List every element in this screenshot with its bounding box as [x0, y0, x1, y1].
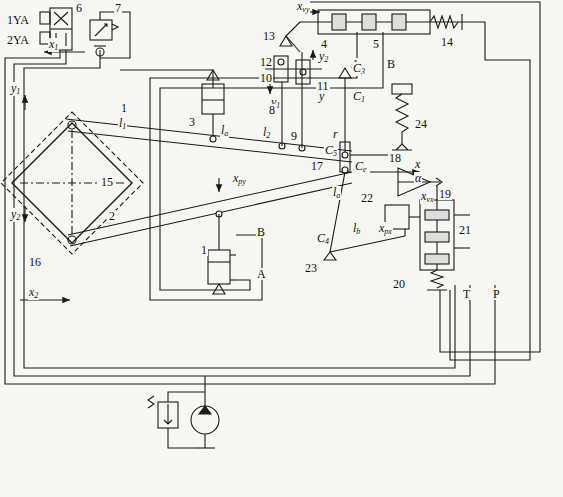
callout-label: x: [414, 158, 421, 170]
callout-label: 10: [259, 72, 273, 84]
callout-label: l1: [118, 117, 127, 131]
callout-label: 14: [440, 36, 454, 48]
callout-label: la: [220, 124, 229, 138]
callout-label: C3: [352, 62, 366, 76]
callout-label: la: [332, 186, 341, 200]
callout-label: A: [256, 268, 267, 280]
callout-label: y1: [10, 82, 21, 96]
callout-label: xvx: [420, 190, 434, 204]
callout-label: 1YA: [6, 14, 30, 26]
callout-label: x1: [48, 38, 59, 52]
callout-label: 23: [304, 262, 318, 274]
callout-label: 2YA: [6, 34, 30, 46]
callout-label: P: [492, 288, 501, 300]
callout-label: 7: [114, 2, 122, 14]
callout-label: 24: [414, 118, 428, 130]
callout-label: 8: [268, 104, 276, 116]
callout-label: 20: [392, 278, 406, 290]
callout-label: y: [318, 90, 325, 102]
callout-label: l2: [262, 126, 271, 140]
callout-label: 18: [388, 152, 402, 164]
callout-label: 9: [290, 130, 298, 142]
callout-label: 6: [75, 2, 83, 14]
callout-label: 16: [28, 256, 42, 268]
callout-label: 21: [458, 224, 472, 236]
callout-label: 13: [262, 30, 276, 42]
callout-label: y2: [10, 208, 21, 222]
callout-label: xpy: [232, 172, 247, 186]
callout-label: 3: [188, 116, 196, 128]
callout-label: 17: [310, 160, 324, 172]
callout-label: C1: [352, 90, 366, 104]
callout-label: r: [332, 128, 339, 140]
callout-label: 19: [438, 188, 452, 200]
callout-label: B: [256, 226, 266, 238]
callout-label: 22: [360, 192, 374, 204]
callout-label: 1: [200, 244, 208, 256]
callout-label: lb: [352, 222, 361, 236]
callout-label: T: [462, 288, 471, 300]
callout-label: 12: [259, 56, 273, 68]
callout-label: y2: [318, 50, 329, 64]
callout-label: 1: [120, 102, 128, 114]
callout-label: 4: [320, 38, 328, 50]
callout-label: C5: [324, 144, 338, 158]
callout-label: 15: [100, 176, 114, 188]
callout-label: α: [414, 172, 422, 184]
callout-label: xvy: [296, 0, 310, 14]
callout-label: 5: [372, 38, 380, 50]
callout-label: C4: [316, 232, 330, 246]
callout-label: Ce: [354, 160, 368, 174]
callout-label: B: [386, 58, 396, 70]
callout-label: 2: [108, 210, 116, 222]
callout-label: x2: [28, 286, 39, 300]
callout-label: xpx: [378, 222, 393, 236]
